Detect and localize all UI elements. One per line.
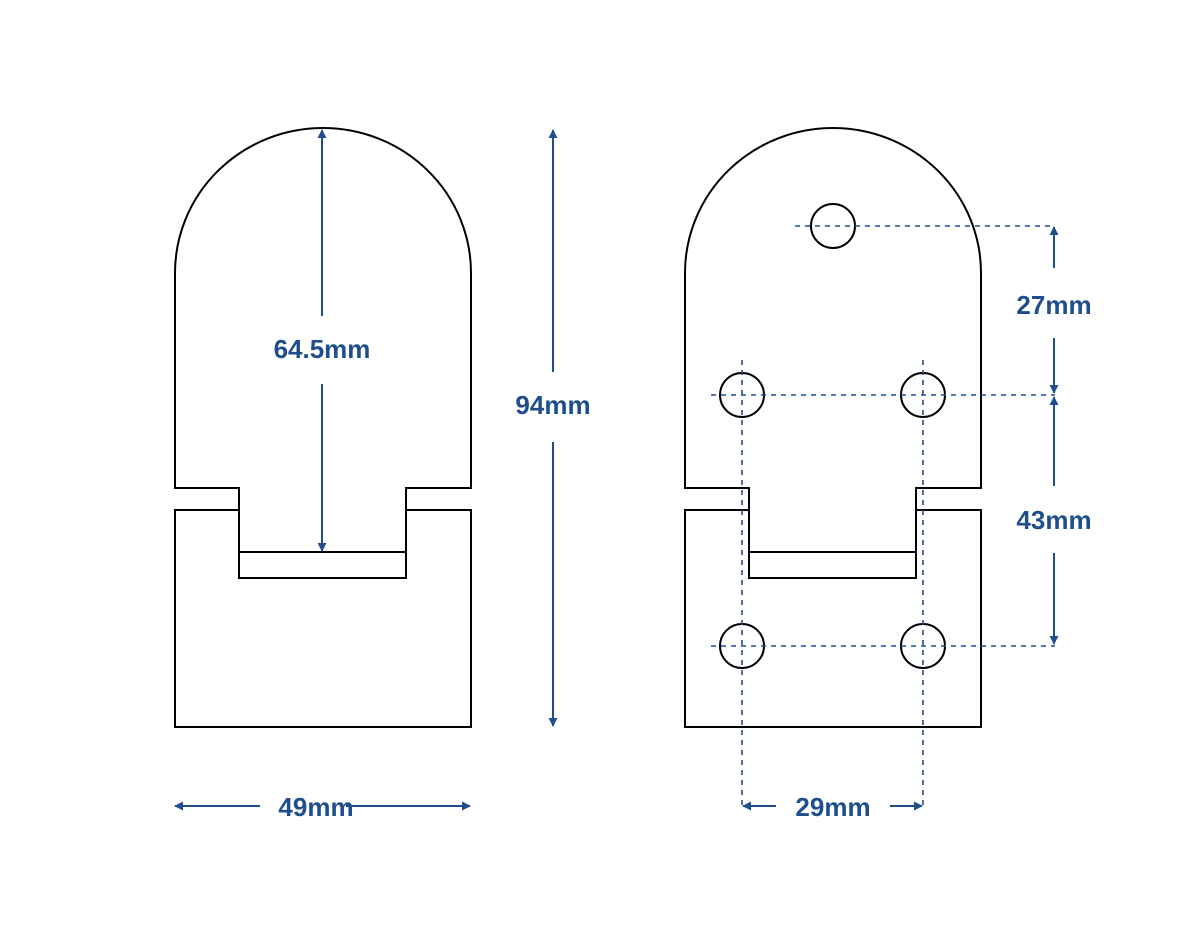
- horizontal-spacing-label: 29mm: [795, 792, 870, 822]
- left-view: 64.5mm 49mm: [174, 127, 472, 822]
- overall-height-label: 94mm: [515, 390, 590, 420]
- left-upper-leaf: [174, 127, 472, 553]
- inner-height-label: 64.5mm: [274, 334, 371, 364]
- vertical-spacing-label: 43mm: [1016, 505, 1091, 535]
- right-upper-leaf: [684, 127, 982, 553]
- left-lower-leaf: [174, 509, 472, 728]
- overall-height-dimension: 94mm: [515, 129, 591, 727]
- width-label: 49mm: [278, 792, 353, 822]
- right-view: 27mm 43mm 29mm: [684, 127, 1092, 822]
- right-lower-leaf: [684, 509, 982, 728]
- top-spacing-label: 27mm: [1016, 290, 1091, 320]
